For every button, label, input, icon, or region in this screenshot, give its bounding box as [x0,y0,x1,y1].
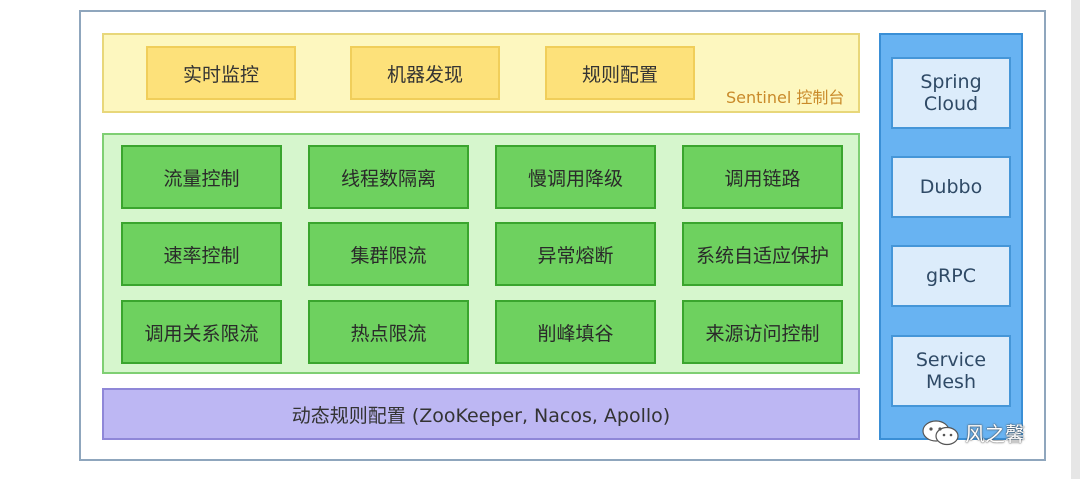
adapter-spring-cloud: Spring Cloud [891,57,1011,129]
adapter-dubbo: Dubbo [891,156,1011,218]
watermark: 风之馨 [921,418,1025,447]
feature-call-chain: 调用链路 [682,145,843,209]
feature-origin-access-control: 来源访问控制 [682,300,843,364]
sentinel-console-label: Sentinel 控制台 [726,88,845,107]
wechat-icon [922,419,959,445]
feature-peak-shaving: 削峰填谷 [495,300,656,364]
adapter-service-mesh: Service Mesh [891,335,1011,407]
feature-cluster-limit: 集群限流 [308,222,469,286]
feature-thread-isolation: 线程数隔离 [308,145,469,209]
console-item-rule-config: 规则配置 [545,46,695,100]
feature-flow-control: 流量控制 [121,145,282,209]
feature-rate-control: 速率控制 [121,222,282,286]
feature-slow-call-degrade: 慢调用降级 [495,145,656,209]
console-item-machine-discovery: 机器发现 [350,46,500,100]
page-edge-strip [1071,0,1080,479]
feature-system-adaptive-protection: 系统自适应保护 [682,222,843,286]
watermark-text: 风之馨 [965,422,1025,446]
feature-exception-circuit-break: 异常熔断 [495,222,656,286]
feature-hotspot-limit: 热点限流 [308,300,469,364]
feature-relation-limit: 调用关系限流 [121,300,282,364]
dynamic-rule-config-bar: 动态规则配置 (ZooKeeper, Nacos, Apollo) [102,388,860,440]
adapter-grpc: gRPC [891,245,1011,307]
console-item-realtime-monitor: 实时监控 [146,46,296,100]
